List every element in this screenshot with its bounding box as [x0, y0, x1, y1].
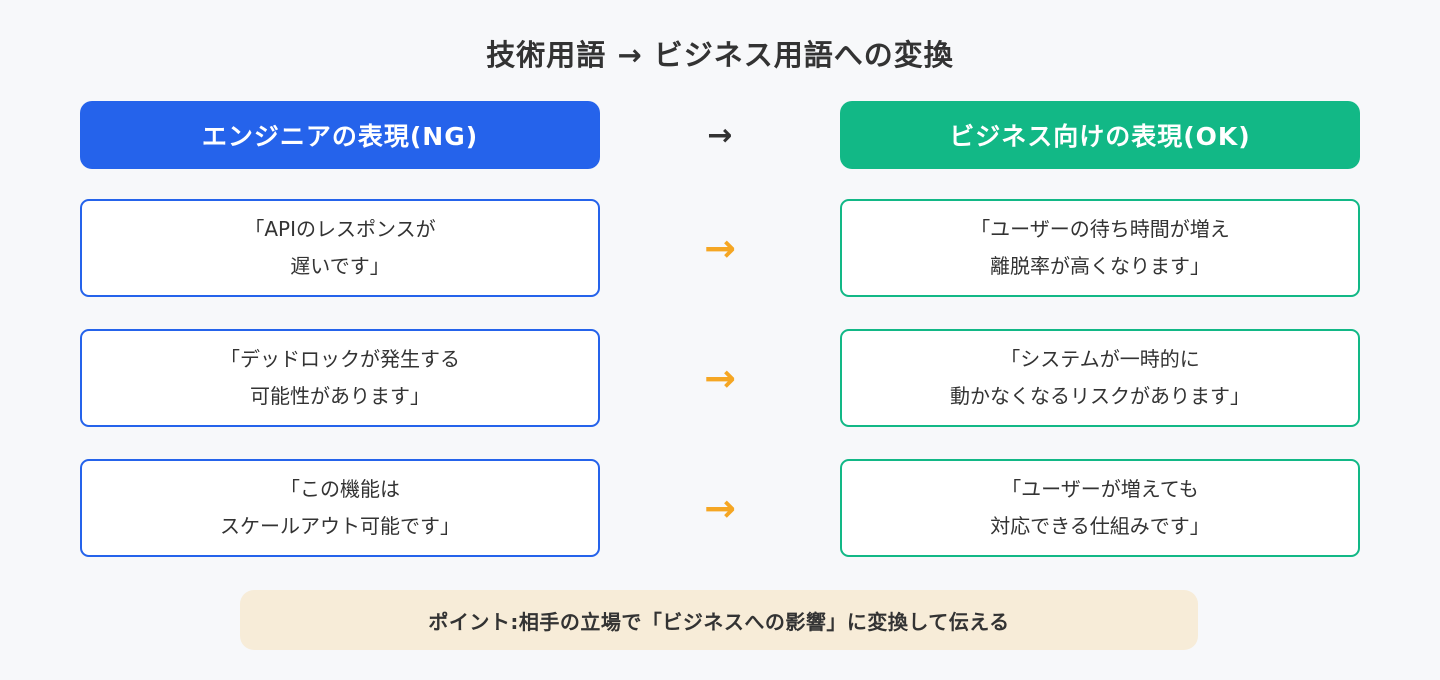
- ng-box-line: スケールアウト可能です」: [220, 514, 460, 538]
- header-engineer-ng: エンジニアの表現(NG): [80, 101, 600, 169]
- ok-box-line: 対応できる仕組みです」: [990, 514, 1210, 538]
- ng-box-scale-out: 「この機能は スケールアウト可能です」: [80, 459, 600, 557]
- ok-box-line: 離脱率が高くなります」: [990, 254, 1210, 278]
- header-arrow-icon: →: [707, 117, 733, 153]
- ok-box-line: 「ユーザーが増えても: [1001, 477, 1199, 501]
- point-banner: ポイント:相手の立場で「ビジネスへの影響」に変換して伝える: [240, 590, 1198, 650]
- ok-box-system-risk: 「システムが一時的に 動かなくなるリスクがあります」: [840, 329, 1360, 427]
- ng-box-deadlock: 「デッドロックが発生する 可能性があります」: [80, 329, 600, 427]
- ng-box-line: 遅いです」: [290, 254, 390, 278]
- ng-box-line: 「APIのレスポンスが: [244, 217, 436, 241]
- ng-box-line: 「この機能は: [280, 477, 400, 501]
- ok-box-line: 「システムが一時的に: [1000, 347, 1200, 371]
- row-arrow-icon: →: [704, 486, 736, 530]
- header-engineer-ng-label: エンジニアの表現(NG): [201, 122, 479, 151]
- page-title: 技術用語 → ビジネス用語への変換: [486, 38, 954, 72]
- header-business-ok-label: ビジネス向けの表現(OK): [949, 122, 1251, 151]
- point-banner-text: ポイント:相手の立場で「ビジネスへの影響」に変換して伝える: [428, 609, 1010, 634]
- ng-box-line: 可能性があります」: [250, 384, 430, 408]
- header-business-ok: ビジネス向けの表現(OK): [840, 101, 1360, 169]
- ng-box-api-response: 「APIのレスポンスが 遅いです」: [80, 199, 600, 297]
- row-arrow-icon: →: [704, 226, 736, 270]
- ok-box-user-growth: 「ユーザーが増えても 対応できる仕組みです」: [840, 459, 1360, 557]
- ng-box-line: 「デッドロックが発生する: [220, 347, 460, 371]
- ok-box-line: 「ユーザーの待ち時間が増え: [970, 217, 1230, 241]
- row-arrow-icon: →: [704, 356, 736, 400]
- ok-box-user-wait: 「ユーザーの待ち時間が増え 離脱率が高くなります」: [840, 199, 1360, 297]
- ok-box-line: 動かなくなるリスクがあります」: [950, 384, 1250, 408]
